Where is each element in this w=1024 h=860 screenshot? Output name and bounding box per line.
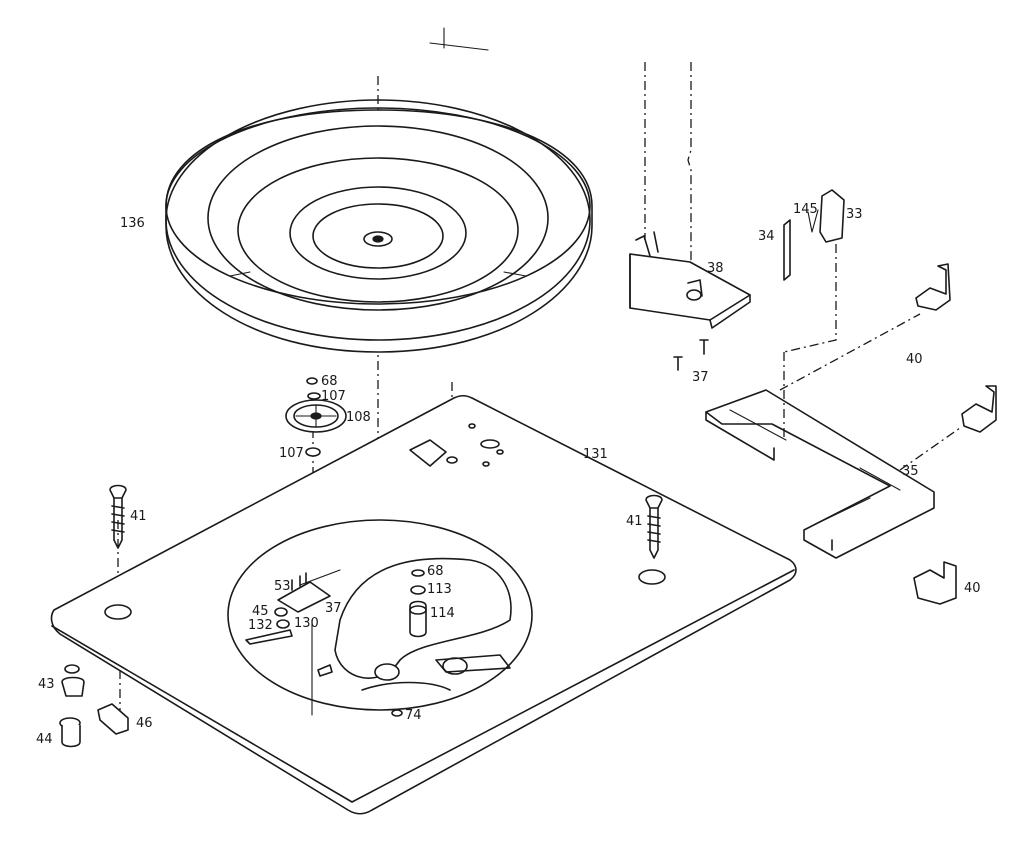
screw-41-right[interactable]: [645, 494, 663, 559]
callout-136: 136: [120, 216, 145, 231]
callout-68-lower: 68: [427, 564, 444, 579]
washer-107-lower[interactable]: [305, 447, 321, 457]
orientation-mark: [429, 27, 489, 51]
pulley[interactable]: [285, 399, 347, 433]
callout-46: 46: [136, 716, 153, 731]
callout-37-lower: 37: [325, 601, 342, 616]
callout-41-left: 41: [130, 509, 147, 524]
clip-74[interactable]: [391, 709, 403, 717]
callout-145: 145: [793, 202, 818, 217]
callout-43: 43: [38, 677, 55, 692]
callout-68-upper: 68: [321, 374, 338, 389]
callout-37-upper: 37: [692, 370, 709, 385]
screw-37-pair[interactable]: [673, 339, 709, 371]
clip-40-upper[interactable]: [915, 263, 951, 311]
clip-40-lower[interactable]: [913, 561, 957, 605]
motor-bracket[interactable]: [629, 231, 751, 329]
clip-40-middle[interactable]: [961, 385, 997, 433]
callout-107-upper: 107: [321, 389, 346, 404]
callout-40-lower: 40: [964, 581, 981, 596]
callout-132: 132: [248, 618, 273, 633]
callout-38: 38: [707, 261, 724, 276]
platter[interactable]: [165, 99, 593, 353]
callout-74: 74: [405, 708, 422, 723]
callout-34: 34: [758, 229, 775, 244]
callout-44: 44: [36, 732, 53, 747]
screw-41-left[interactable]: [109, 484, 127, 549]
callout-107-lower: 107: [279, 446, 304, 461]
callout-33: 33: [846, 207, 863, 222]
callout-35: 35: [902, 464, 919, 479]
callout-108: 108: [346, 410, 371, 425]
arm-lift-parts[interactable]: [783, 189, 845, 281]
callout-53: 53: [274, 579, 291, 594]
callout-labels: 136 38 37 145 33 34 40 35 40 68 107 108 …: [36, 202, 981, 747]
callout-113: 113: [427, 582, 452, 597]
callout-114: 114: [430, 606, 455, 621]
callout-45: 45: [252, 604, 269, 619]
arm-rest-frame[interactable]: [705, 389, 935, 559]
callout-40-upper: 40: [906, 352, 923, 367]
foot-assembly[interactable]: [59, 664, 129, 748]
clip-68-upper[interactable]: [306, 377, 318, 385]
callout-41-right: 41: [626, 514, 643, 529]
callout-130: 130: [294, 616, 319, 631]
callout-131: 131: [583, 447, 608, 462]
washer-107-upper[interactable]: [307, 392, 321, 400]
motor-parts[interactable]: [245, 569, 427, 645]
